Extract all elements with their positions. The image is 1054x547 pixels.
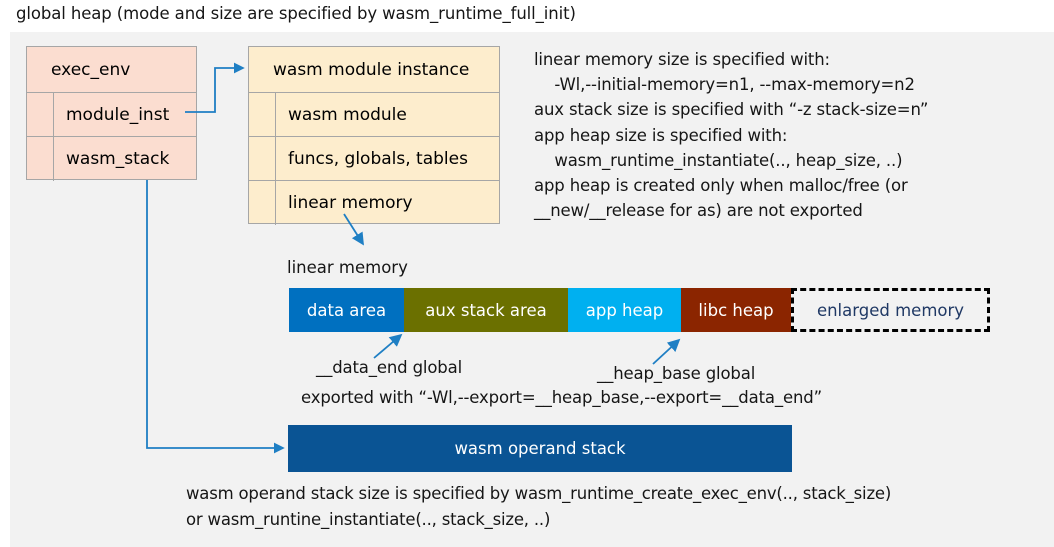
module-instance-header-row: wasm module instance (249, 47, 499, 93)
memory-segment-label: aux stack area (425, 300, 547, 320)
memory-segment-app-heap: app heap (568, 288, 681, 332)
memory-segment-enlarged-memory: enlarged memory (791, 288, 990, 332)
heap-base-global-label: __heap_base global (597, 364, 756, 383)
module-instance-row-wasm-module-label: wasm module (288, 104, 407, 125)
module-instance-row-wasm-module: wasm module (249, 93, 499, 137)
linear-memory-bar-label: linear memory (287, 258, 408, 277)
exec-env-row-wasm-stack: wasm_stack (27, 137, 196, 181)
module-instance-indent-1 (249, 93, 276, 136)
wasm-module-instance-box: wasm module instance wasm module funcs, … (248, 46, 500, 225)
exec-env-row-module-inst-label: module_inst (66, 104, 170, 125)
exec-env-indent-1 (27, 93, 54, 136)
operand-stack-footnote: wasm operand stack size is specified by … (186, 484, 892, 529)
module-instance-row-funcs-globals-tables: funcs, globals, tables (249, 137, 499, 181)
page-title: global heap (mode and size are specified… (16, 4, 576, 23)
memory-segment-label: app heap (585, 300, 664, 320)
exported-with-label: exported with “-Wl,--export=__heap_base,… (301, 388, 822, 407)
memory-segment-data-area: data area (289, 288, 404, 332)
module-instance-row-funcs-globals-tables-label: funcs, globals, tables (288, 148, 468, 169)
module-instance-row-linear-memory: linear memory (249, 181, 499, 225)
exec-env-row-module-inst: module_inst (27, 93, 196, 137)
exec-env-header-label: exec_env (51, 59, 131, 80)
exec-env-indent-2 (27, 137, 54, 181)
memory-size-notes: linear memory size is specified with: -W… (534, 50, 929, 221)
memory-segment-label: enlarged memory (816, 300, 965, 320)
wasm-operand-stack-label: wasm operand stack (454, 439, 626, 458)
module-instance-row-linear-memory-label: linear memory (288, 193, 413, 213)
module-instance-indent-2 (249, 137, 276, 180)
memory-segment-label: data area (306, 300, 387, 320)
wasm-operand-stack-box: wasm operand stack (288, 425, 792, 472)
exec-env-box: exec_env module_inst wasm_stack (26, 46, 197, 181)
data-end-global-label: __data_end global (316, 358, 463, 377)
linear-memory-bar: data area aux stack area app heap libc heap… (289, 288, 990, 332)
exec-env-header-row: exec_env (27, 47, 196, 93)
module-instance-indent-3 (249, 181, 276, 225)
exec-env-row-wasm-stack-label: wasm_stack (66, 149, 170, 169)
module-instance-header-label: wasm module instance (273, 59, 470, 80)
memory-segment-label: libc heap (698, 300, 774, 320)
memory-segment-aux-stack-area: aux stack area (404, 288, 568, 332)
memory-segment-libc-heap: libc heap (681, 288, 791, 332)
